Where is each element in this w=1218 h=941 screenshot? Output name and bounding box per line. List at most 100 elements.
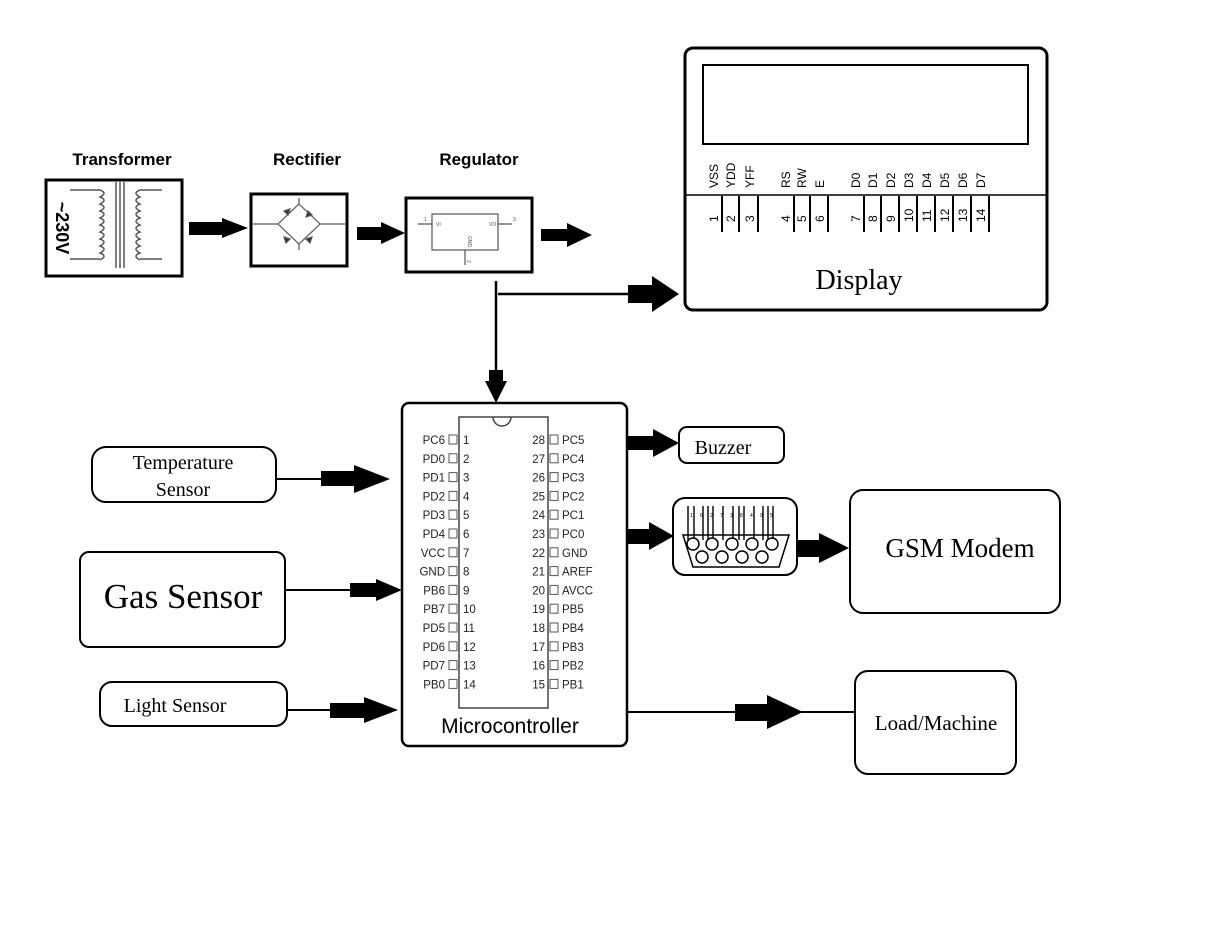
mcu-pin-pad [549,509,559,520]
voltage-regulator-icon [418,213,512,265]
ic-chip-body [458,416,549,709]
arrow-rectifier-to-regulator [357,222,405,244]
power-distribution-lines [485,276,679,403]
mcu-right-pin-name: PB1 [562,679,584,691]
mcu-left-pin-name: PD1 [423,473,445,485]
mcu-right-pin-number: 19 [532,604,545,616]
regulator-pin1: 1 [424,217,427,223]
mcu-left-pin-number: 5 [463,510,469,522]
db9-pin-icon [735,550,749,564]
mcu-left-pin-number: 6 [463,529,469,541]
mcu-right-pin-name: PB4 [562,623,584,635]
mcu-pin-pad [448,547,458,558]
mcu-pin-pad [448,453,458,464]
db9-pin-icon [695,550,709,564]
display-pin-number: 14 [974,208,988,222]
mcu-right-pin-name: PC1 [562,510,584,522]
mcu-right-pin-number: 17 [532,642,545,654]
display-pin-number: 10 [902,208,916,222]
display-pin-name: D7 [974,172,988,188]
db9-pin-label: 8 [740,513,743,519]
display-pin-number: 9 [884,215,898,222]
load-machine-block: Load/Machine [627,670,1017,775]
display-pin-number: 7 [849,215,863,222]
display-pins: VSS1YDD2YFF3RS4RW5E6D07D18D29D310D411D51… [707,162,990,232]
mcu-left-pin-number: 10 [463,604,476,616]
temperature-sensor-label-line2: Sensor [156,479,211,501]
mcu-pin-pad [549,641,559,652]
mcu-left-pin-name: PD0 [423,454,445,466]
mcu-pin-pad [549,434,559,445]
buzzer-block: Buzzer [626,426,785,464]
buzzer-label: Buzzer [695,437,752,459]
gas-sensor-box [79,551,286,648]
regulator-label: Regulator [439,150,519,169]
mcu-right-pin-number: 25 [532,491,545,503]
db9-pin-icon [686,537,700,551]
mcu-left-pin-number: 13 [463,661,476,673]
mcu-left-pin-name: VCC [421,548,445,560]
display-pin-number: 5 [795,215,809,222]
mcu-pin-pad [549,547,559,558]
regulator-pin3: 3 [513,217,516,223]
display-pin-name: D2 [884,172,898,188]
mcu-right-pin-name: AVCC [562,585,593,597]
mcu-pin-pad [549,490,559,501]
gas-sensor-block: Gas Sensor [79,551,402,648]
regulator-block: Regulator VI VO GND 1 2 3 [404,150,534,274]
mcu-left-pin-number: 7 [463,548,469,560]
mcu-right-pin-name: AREF [562,567,593,579]
rectifier-box [249,192,349,268]
display-pin-name: D4 [920,172,934,188]
display-pin-name: D5 [938,172,952,188]
microcontroller-label: Microcontroller [441,715,579,738]
mcu-right-pin-name: PC4 [562,454,585,466]
mcu-right-pin-number: 21 [532,567,545,579]
mcu-pin-pad [448,660,458,671]
regulator-pin-gnd: GND [466,236,472,248]
db9-pin-label: 7 [720,513,723,519]
mcu-pin-pad [448,622,458,633]
display-pin-number: 4 [779,215,793,222]
mcu-pin-pad [448,490,458,501]
db9-pin-icon [725,537,739,551]
db9-pin-label: 4 [750,513,753,519]
temperature-sensor-box [91,446,277,503]
db9-pin-label: 2 [710,513,713,519]
light-sensor-block: Light Sensor [99,681,398,727]
display-pin-name: RS [779,171,793,188]
display-pin-number: 11 [920,209,934,222]
mcu-pin-pad [549,472,559,483]
gas-sensor-label: Gas Sensor [104,577,263,616]
mcu-left-pin-name: PD4 [423,529,446,541]
mcu-right-pin-number: 27 [532,454,545,466]
db9-pin-label: 3 [730,513,733,519]
load-machine-box [854,670,1017,775]
mcu-pin-pad [448,641,458,652]
display-pin-number: 1 [707,215,721,222]
mcu-pin-pad [448,566,458,577]
display-screen [702,64,1029,145]
regulator-pin-vo: VO [489,222,496,228]
mcu-pin-pad [549,660,559,671]
mcu-pin-pad [549,603,559,614]
mcu-left-pin-name: PD2 [423,491,445,503]
light-sensor-box [99,681,288,727]
mcu-right-pin-name: PB5 [562,604,584,616]
mcu-left-pin-number: 4 [463,491,470,503]
regulator-pin2: 2 [465,260,471,263]
db9-pin-label: 5 [770,513,773,519]
db9-pin-icon [745,537,759,551]
temperature-sensor-label-line1: Temperature [133,452,234,474]
mcu-right-pin-number: 16 [532,661,545,673]
mcu-left-pin-number: 9 [463,585,469,597]
light-sensor-label: Light Sensor [124,695,227,717]
mcu-pin-pad [448,528,458,539]
mcu-left-pin-name: PB6 [423,585,445,597]
mcu-left-pin-number: 12 [463,642,476,654]
mcu-pin-pad [448,584,458,595]
gsm-modem-label: GSM Modem [885,533,1034,563]
load-machine-label: Load/Machine [875,711,997,735]
